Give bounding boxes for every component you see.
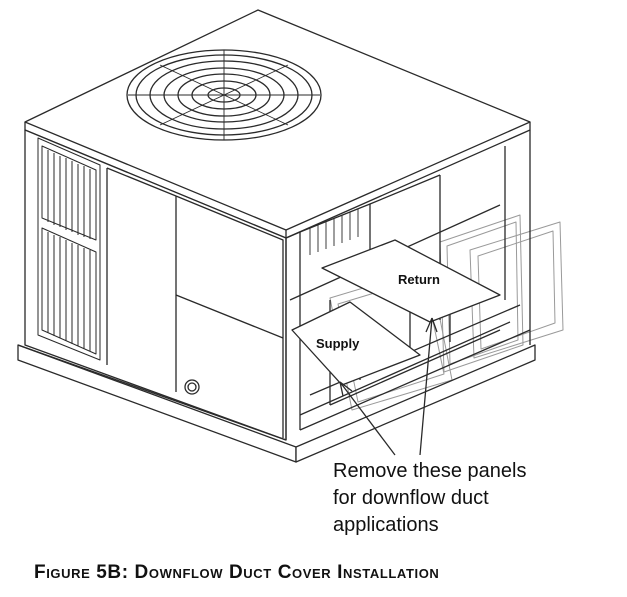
- supply-panel: [291, 301, 421, 386]
- callout-line-1: Remove these panels: [333, 460, 527, 482]
- callout-text: Remove these panels for downflow duct ap…: [333, 458, 526, 539]
- return-label: Return: [398, 272, 440, 287]
- figure-caption: Figure 5B: Downflow Duct Cover Installat…: [34, 562, 440, 583]
- leader-line-return: [419, 317, 433, 456]
- callout-line-2: for downflow duct: [333, 487, 489, 509]
- callout-line-3: applications: [333, 514, 439, 536]
- louver-coil: [37, 137, 101, 361]
- fan-grille: [126, 49, 322, 141]
- return-panel: [321, 239, 501, 323]
- supply-label: Supply: [316, 336, 360, 351]
- leader-line-supply: [339, 381, 396, 456]
